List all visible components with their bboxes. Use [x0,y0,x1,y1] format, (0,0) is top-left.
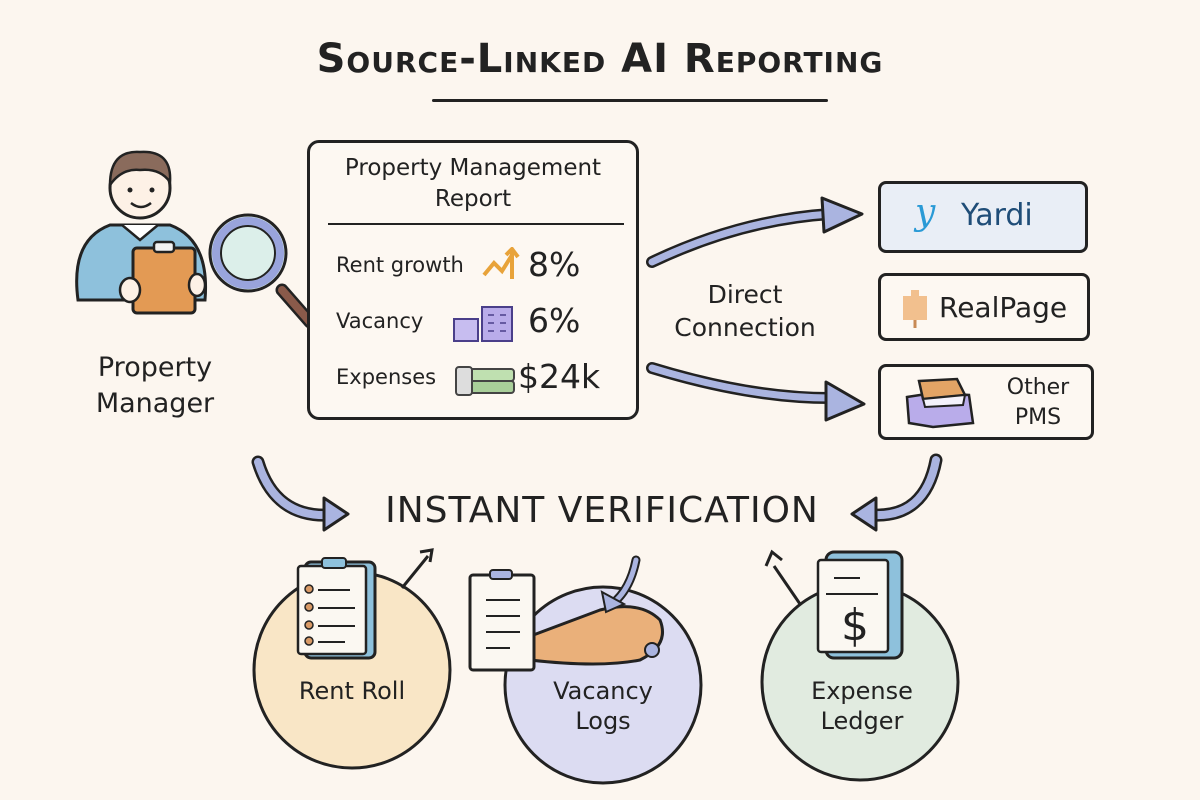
arrow-to-other-pms [646,362,866,422]
system-name: Other PMS [993,373,1083,433]
system-name: Yardi [961,198,1033,233]
page-title: Source-Linked AI Reporting [316,36,884,82]
source-label: Ledger [820,707,904,735]
label-line: Direct [707,280,783,309]
label-line: Connection [674,313,816,342]
source-label: Expense [811,677,913,705]
metric-value: $24k [518,357,601,396]
source-label: Logs [575,707,631,735]
property-manager-label: Property Manager [60,350,250,422]
metric-label: Vacancy [336,309,424,333]
report-card: Property Management Report Rent growth 8… [307,140,639,420]
label-line: Manager [95,388,215,419]
metric-value: 6% [528,301,581,340]
label-line: Property [97,352,213,383]
buildings-icon [453,306,513,342]
trend-up-icon [482,247,520,279]
report-title-line: Report [434,186,512,212]
metric-label: Expenses [336,365,437,389]
label-line: Other [1006,375,1070,400]
rent-roll-clipboard-icon [296,548,434,660]
direct-connection-label: Direct Connection [660,278,830,344]
source-expense-ledger[interactable]: Expense Ledger [782,676,942,736]
clipboard-icon [118,240,207,315]
magnifying-glass-icon [208,213,317,329]
vacancy-log-key-icon [468,555,664,672]
source-rent-roll[interactable]: Rent Roll [272,676,432,706]
metric-row-expenses: Expenses $24k [310,355,636,405]
system-name: RealPage [939,291,1068,324]
arrow-to-yardi [646,196,864,268]
box-icon [905,377,975,429]
system-other-pms[interactable]: Other PMS [878,364,1094,440]
instant-verification-label: INSTANT VERIFICATION [385,490,819,531]
report-title-line: Property Management [344,155,602,181]
arrow-left-to-verification [251,455,350,532]
system-yardi[interactable]: y Yardi [878,181,1088,253]
arrow-right-to-verification [850,453,943,532]
metric-label: Rent growth [336,253,464,277]
source-label: Rent Roll [298,677,406,705]
realpage-icon [903,290,927,328]
report-title: Property Management Report [310,153,636,215]
source-vacancy-logs[interactable]: Vacancy Logs [523,676,683,736]
title-underline [432,99,828,102]
source-label: Vacancy [553,677,653,705]
system-realpage[interactable]: RealPage [878,273,1090,341]
ledger-dollar-icon: $ [764,549,904,660]
report-divider [328,223,624,225]
cash-stack-icon [455,366,515,396]
metric-value: 8% [528,245,581,284]
svg-text:$: $ [841,600,869,651]
metric-row-vacancy: Vacancy 6% [310,299,636,349]
label-line: PMS [1014,405,1062,430]
yardi-logo-icon: y [915,192,936,233]
metric-row-rent-growth: Rent growth 8% [310,243,636,293]
